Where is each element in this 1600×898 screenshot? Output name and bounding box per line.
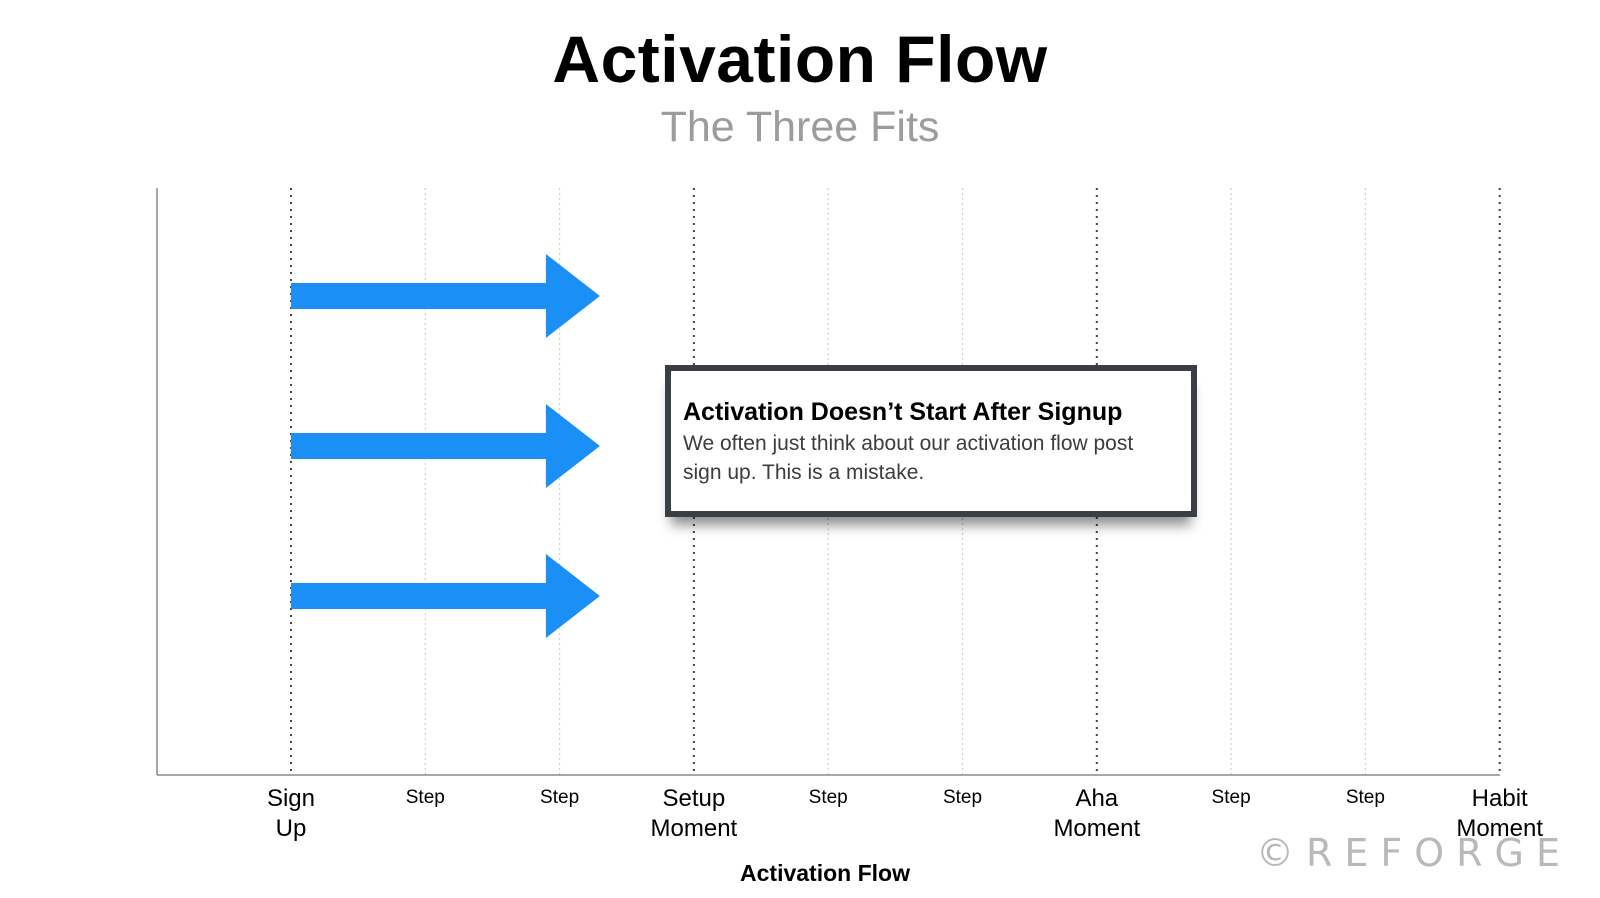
callout-box: Activation Doesn’t Start After Signup We… xyxy=(665,365,1197,517)
tick-label: Step xyxy=(405,787,445,808)
slide-title: Activation Flow xyxy=(552,22,1048,96)
right-arrow-2 xyxy=(291,404,600,488)
right-arrow-3 xyxy=(291,554,600,638)
tick-label: Step xyxy=(808,787,848,808)
reforge-watermark: ©REFORGE xyxy=(1255,831,1572,875)
callout-body: We often just think about our activation… xyxy=(683,432,1134,485)
slide-subtitle: The Three Fits xyxy=(660,103,940,151)
right-arrow-1 xyxy=(291,254,600,338)
x-axis-label: Activation Flow xyxy=(740,860,910,886)
tick-label: Step xyxy=(540,787,580,808)
tick-label: Step xyxy=(1345,787,1385,808)
tick-label: Step xyxy=(942,787,983,808)
tick-label: Step xyxy=(1211,787,1251,808)
callout-title: Activation Doesn’t Start After Signup xyxy=(683,398,1123,426)
